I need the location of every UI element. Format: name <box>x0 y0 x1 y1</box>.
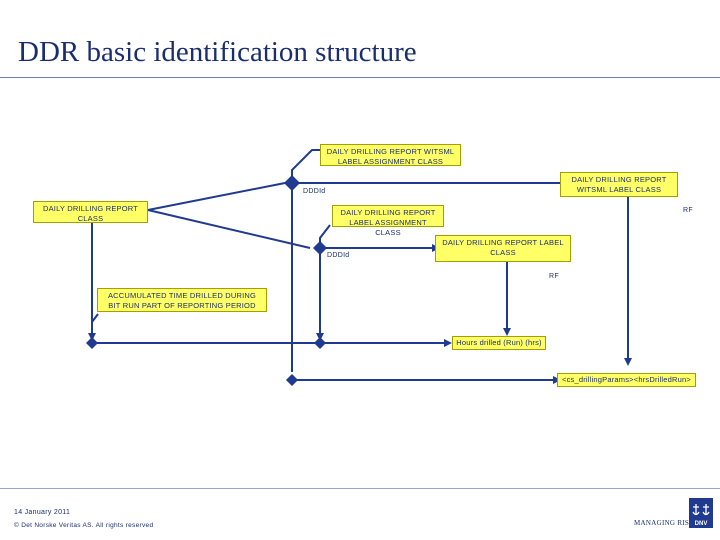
connector-witsml-assignment <box>291 149 320 183</box>
logo-text: DNV <box>695 521 708 527</box>
connector-accumulated-stem <box>91 313 99 335</box>
footer-divider <box>0 488 720 489</box>
footer-copyright: © Det Norske Veritas AS. All rights rese… <box>14 522 154 529</box>
page-title: DDR basic identification structure <box>18 36 417 68</box>
node-ddr-class: DAILY DRILLING REPORT CLASS <box>33 201 148 223</box>
arrowhead-cs-drilling <box>624 358 632 366</box>
node-label-class: DAILY DRILLING REPORT LABEL CLASS <box>435 235 571 262</box>
dnv-logo-icon: DNV <box>689 498 713 528</box>
node-cs-drilling-params: <cs_drillingParams><hrsDrilledRun> <box>557 373 696 387</box>
diamond-dddid-top <box>284 175 300 191</box>
node-accumulated-time: ACCUMULATED TIME DRILLED DURING BIT RUN … <box>97 288 267 312</box>
arrowhead-hours-drilled <box>503 328 511 336</box>
title-divider <box>0 77 720 78</box>
label-dddid-mid: DDDId <box>327 252 350 259</box>
diamond-bottom-row <box>286 374 298 386</box>
label-rf-label-class: RF <box>549 273 559 280</box>
connector-ddr-class-top <box>147 182 286 211</box>
label-dddid-top: DDDId <box>303 188 326 195</box>
node-hours-drilled: Hours drilled (Run) (hrs) <box>452 336 546 350</box>
diamond-mid-row <box>314 337 326 349</box>
diamond-left-row <box>86 337 98 349</box>
node-label-assignment-class: DAILY DRILLING REPORT LABEL ASSIGNMENT C… <box>332 205 444 237</box>
diamond-dddid-mid <box>313 241 327 255</box>
node-witsml-label-assignment-class: DAILY DRILLING REPORT WITSML LABEL ASSIG… <box>320 144 461 166</box>
footer-date: 14 January 2011 <box>14 509 71 516</box>
arrowhead-hours-row <box>444 339 452 347</box>
connector-ddr-class-mid <box>147 209 311 249</box>
node-witsml-label-class: DAILY DRILLING REPORT WITSML LABEL CLASS <box>560 172 678 197</box>
footer-managing-risk: MANAGING RISK <box>634 519 695 527</box>
label-rf-witsml: RF <box>683 207 693 214</box>
